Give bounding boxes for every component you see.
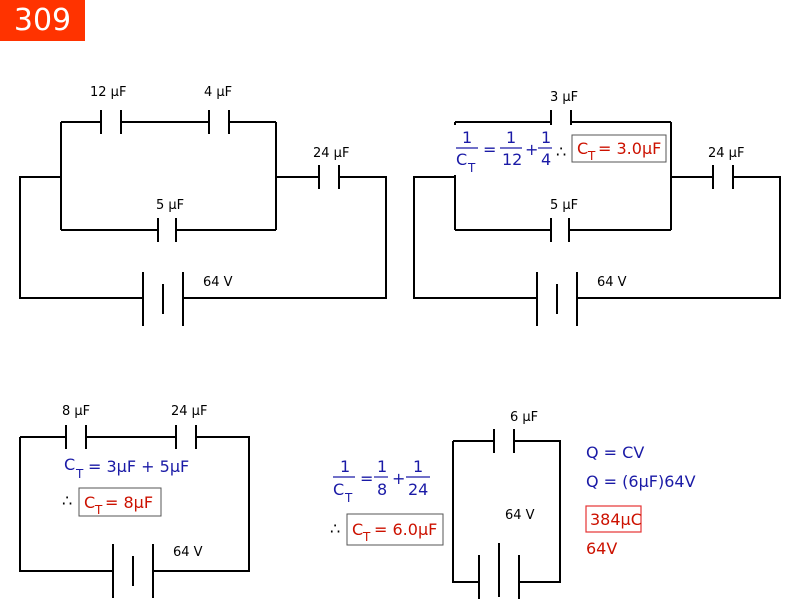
series-equation-2: 1 C T = 1 12 + 1 4 ∴ C T = 3.0μF	[456, 128, 667, 175]
svg-text:= 3μF + 5μF: = 3μF + 5μF	[88, 457, 189, 476]
circuit-1: 12 μF 4 μF 5 μF 24 μF 64 V	[19, 85, 387, 326]
svg-text:=: =	[360, 469, 373, 488]
series-equation-4: 1 C T = 1 8 + 1 24 ∴ C T = 6.0μF	[330, 457, 444, 546]
svg-text:C: C	[456, 150, 467, 169]
svg-text:=: =	[483, 140, 496, 159]
charge-answer: 384μC	[590, 510, 642, 529]
circuit-3: 8 μF 24 μF 64 V C T = 3μF + 5μF ∴ C T = …	[19, 404, 250, 598]
voltage-result: 64V	[586, 539, 617, 558]
svg-text:T: T	[467, 161, 476, 175]
svg-text:1: 1	[541, 128, 551, 147]
svg-text:+: +	[525, 140, 538, 159]
cap-24uF-label: 24 μF	[313, 146, 349, 161]
circuit-4: 6 μF 64 V 1 C T = 1 8 + 1 24 ∴ C T = 6.0…	[330, 410, 696, 599]
battery-label-2: 64 V	[597, 275, 627, 290]
svg-text:T: T	[587, 149, 596, 163]
charge-formula: Q = CV	[586, 443, 644, 462]
slide-number-badge: 309	[0, 0, 85, 41]
svg-text:1: 1	[506, 128, 516, 147]
svg-text:C: C	[352, 520, 363, 539]
svg-text:8: 8	[377, 480, 387, 499]
cap-5uF-label: 5 μF	[156, 198, 184, 213]
circuit-2: 3 μF 5 μF 24 μF 64 V 1 C T = 1 12 + 1 4 …	[413, 90, 781, 326]
svg-text:T: T	[75, 467, 84, 481]
svg-text:∴: ∴	[556, 142, 566, 161]
svg-text:= 8μF: = 8μF	[105, 493, 153, 512]
cap-24uF-label-2: 24 μF	[708, 146, 744, 161]
svg-text:= 3.0μF: = 3.0μF	[598, 139, 661, 158]
svg-text:∴: ∴	[330, 519, 340, 538]
svg-text:T: T	[344, 491, 353, 505]
svg-text:C: C	[64, 455, 75, 474]
svg-text:1: 1	[340, 457, 350, 476]
charge-calculation: Q = CV Q = (6μF)64V 384μC 64V	[585, 443, 696, 558]
cap-8uF-label: 8 μF	[62, 404, 90, 419]
cap-12uF-label: 12 μF	[90, 85, 126, 100]
battery-label: 64 V	[203, 275, 233, 290]
cap-4uF-label: 4 μF	[204, 85, 232, 100]
svg-text:1: 1	[377, 457, 387, 476]
parallel-sum-equation: C T = 3μF + 5μF ∴ C T = 8μF	[62, 455, 189, 517]
svg-text:T: T	[362, 530, 371, 544]
charge-substitution: Q = (6μF)64V	[586, 472, 696, 491]
svg-text:= 6.0μF: = 6.0μF	[374, 520, 437, 539]
svg-text:1: 1	[462, 128, 472, 147]
svg-text:+: +	[392, 469, 405, 488]
cap-24uF-label-3: 24 μF	[171, 404, 207, 419]
battery-label-3: 64 V	[173, 545, 203, 560]
svg-text:∴: ∴	[62, 491, 72, 510]
svg-text:24: 24	[408, 480, 428, 499]
cap-6uF-label: 6 μF	[510, 410, 538, 425]
cap-5uF-label-2: 5 μF	[550, 198, 578, 213]
svg-text:C: C	[84, 493, 95, 512]
cap-3uF-label: 3 μF	[550, 90, 578, 105]
svg-text:4: 4	[541, 150, 551, 169]
battery-label-4: 64 V	[505, 508, 535, 523]
svg-text:C: C	[577, 139, 588, 158]
svg-text:C: C	[333, 480, 344, 499]
svg-text:1: 1	[413, 457, 423, 476]
svg-text:12: 12	[502, 150, 522, 169]
svg-text:T: T	[94, 503, 103, 517]
